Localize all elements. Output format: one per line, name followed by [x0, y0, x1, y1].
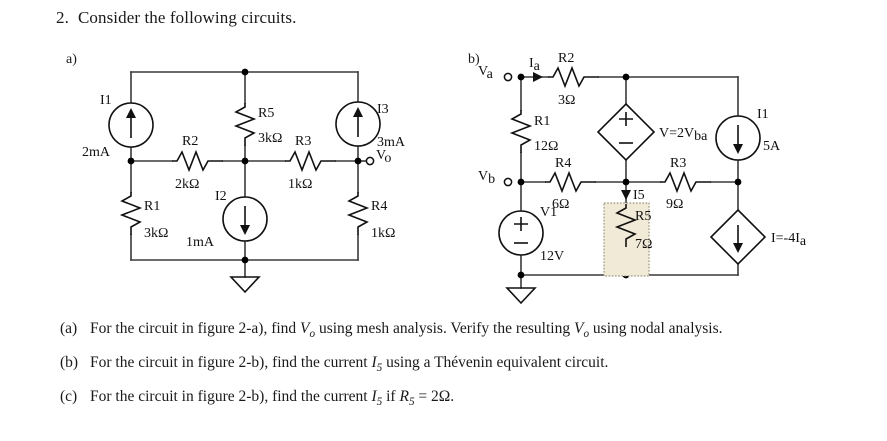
- resistor-r5: [233, 103, 257, 146]
- question-item-a: (a) For the circuit in figure 2-a), find…: [60, 318, 880, 343]
- r4-name-b: R4: [555, 156, 571, 171]
- r5-value: 3kΩ: [258, 131, 282, 146]
- question-heading: 2. Consider the following circuits.: [56, 8, 296, 28]
- figure-b-circuit-diagram: Va Vb Ia I5 R1 12Ω R2 3Ω R4 6Ω R3 9Ω R5 …: [478, 51, 807, 305]
- resistor-b-r3: [660, 170, 711, 194]
- junction-dot: [517, 73, 525, 81]
- junction-dot: [241, 157, 249, 165]
- figure-a-circuit-diagram: I1 2mA I2 1mA I3 3mA R1 3kΩ R2 2kΩ R3 1k…: [82, 68, 406, 294]
- resistor-r4: [346, 192, 370, 235]
- question-text-c: For the circuit in figure 2-b), find the…: [90, 387, 455, 408]
- r3-value-b: 9Ω: [666, 197, 683, 212]
- i3-value: 3mA: [377, 135, 406, 150]
- i3-arrow-head: [353, 107, 363, 117]
- r4-value: 1kΩ: [371, 226, 395, 241]
- question-tag-c: (c): [60, 387, 78, 405]
- resistor-b-r2: [548, 65, 599, 89]
- r5-name: R5: [258, 106, 274, 121]
- question-list: (a) For the circuit in figure 2-a), find…: [60, 318, 880, 420]
- ground-symbol: [229, 276, 261, 294]
- r2-name: R2: [182, 134, 198, 149]
- question-number: 2.: [56, 8, 69, 27]
- dependent-current-label: I=-4Ia: [771, 231, 807, 249]
- resistor-b-r5: [614, 204, 638, 247]
- v1-name: V1: [540, 205, 557, 220]
- node-terminal-vb: [503, 177, 513, 187]
- node-label-va: Va: [478, 64, 494, 82]
- resistor-b-r1: [509, 110, 533, 153]
- i2-name: I2: [215, 189, 227, 204]
- question-text-b: For the circuit in figure 2-b), find the…: [90, 353, 609, 375]
- voltage-source-v1: [498, 210, 544, 256]
- question-item-c: (c) For the circuit in figure 2-b), find…: [60, 386, 880, 411]
- v1-plus-sign: [514, 217, 528, 231]
- b-i1-value: 5A: [763, 139, 781, 154]
- r3-value: 1kΩ: [288, 177, 312, 192]
- dependent-voltage-label: V=2Vba: [659, 126, 708, 144]
- question-heading-text: Consider the following circuits.: [77, 8, 297, 27]
- ground-symbol-b: [505, 287, 537, 305]
- b-i1-arrow-head: [733, 144, 743, 154]
- r5-name-b: R5: [635, 209, 651, 224]
- i1-value: 2mA: [82, 145, 111, 160]
- node-label-vo: Vo: [376, 148, 391, 166]
- i2-arrow-head: [240, 225, 250, 235]
- junction-dot: [517, 178, 525, 186]
- r4-name: R4: [371, 199, 387, 214]
- i1-arrow-head: [126, 108, 136, 118]
- junction-dot: [734, 178, 742, 186]
- output-terminal-vo: [365, 156, 375, 166]
- junction-dot: [127, 157, 135, 165]
- current-arrow-i5: [621, 190, 631, 200]
- r1-name: R1: [144, 199, 160, 214]
- depi-arrow-head: [733, 243, 743, 253]
- node-terminal-va: [503, 72, 513, 82]
- r1-name-b: R1: [534, 114, 550, 129]
- dependent-voltage-source: [596, 102, 656, 162]
- node-label-vb: Vb: [478, 169, 495, 187]
- i3-name: I3: [377, 102, 389, 117]
- junction-dot: [517, 271, 525, 279]
- current-label-ia: Ia: [529, 56, 541, 74]
- junction-dot: [241, 68, 249, 76]
- junction-dot: [241, 256, 249, 264]
- junction-dot: [622, 178, 630, 186]
- r4-value-b: 6Ω: [552, 197, 569, 212]
- question-tag-a: (a): [60, 320, 78, 337]
- current-label-i5: I5: [633, 188, 645, 203]
- r1-value: 3kΩ: [144, 226, 168, 241]
- r5-value-b: 7Ω: [635, 237, 652, 252]
- v1-value: 12V: [540, 249, 564, 264]
- junction-dot: [622, 73, 630, 81]
- r2-value: 2kΩ: [175, 177, 199, 192]
- resistor-r2: [172, 149, 223, 173]
- r1-value-b: 12Ω: [534, 139, 558, 154]
- resistor-r1: [119, 192, 143, 235]
- i2-value: 1mA: [186, 235, 215, 250]
- depv-plus-sign: [619, 112, 633, 126]
- current-arrow-ia: [533, 72, 543, 82]
- i1-name: I1: [100, 93, 112, 108]
- question-tag-b: (b): [60, 353, 79, 371]
- junction-dot: [354, 157, 362, 165]
- r2-name-b: R2: [558, 51, 574, 66]
- resistor-b-r4: [545, 170, 596, 194]
- r3-name: R3: [295, 134, 311, 149]
- question-item-b: (b) For the circuit in figure 2-b), find…: [60, 352, 880, 377]
- resistor-r3: [285, 149, 336, 173]
- r3-name-b: R3: [670, 156, 686, 171]
- figure-a-label: a): [66, 52, 77, 67]
- question-text-a: For the circuit in figure 2-a), find Vo …: [90, 320, 723, 341]
- figure-b-label: b): [468, 52, 480, 67]
- r2-value-b: 3Ω: [558, 93, 575, 108]
- b-i1-name: I1: [757, 107, 769, 122]
